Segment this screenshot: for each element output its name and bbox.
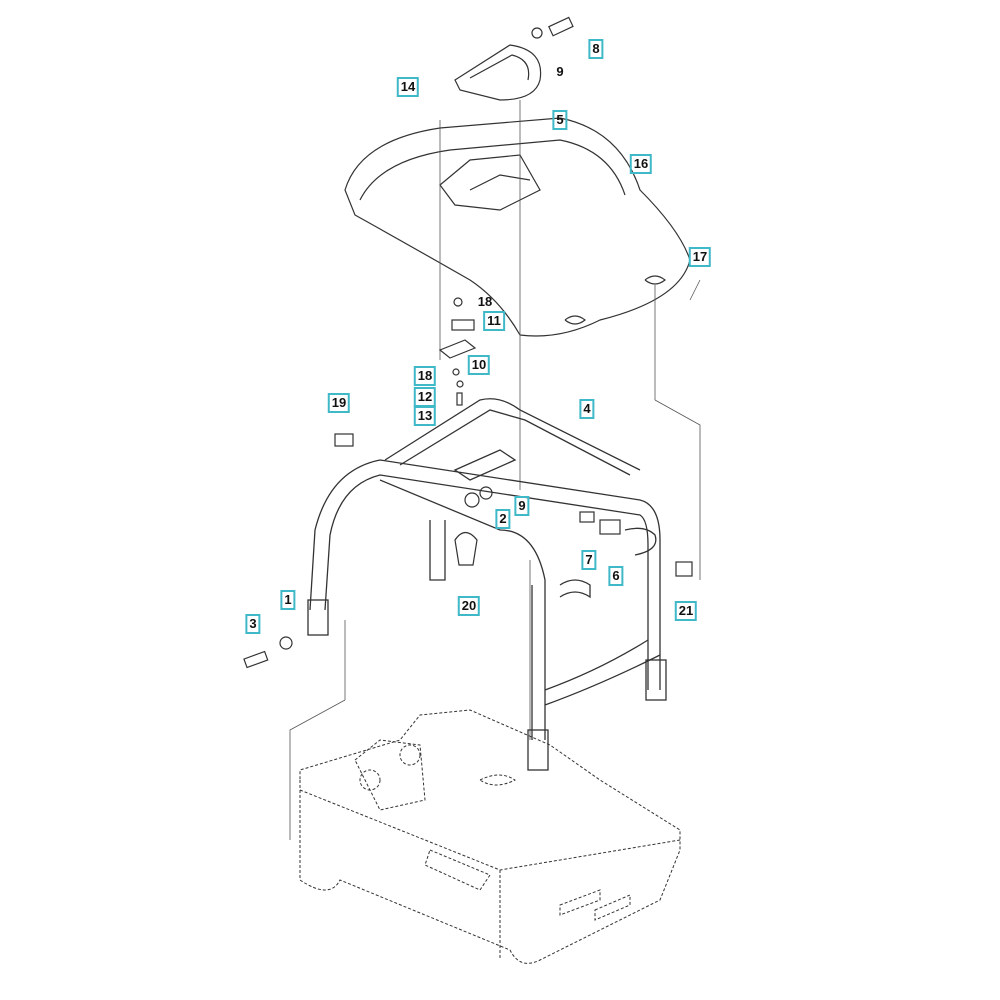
callout-17: 17 <box>688 247 712 267</box>
callout-12: 12 <box>413 387 437 407</box>
cover-part <box>344 117 691 337</box>
leader-lines <box>289 100 701 840</box>
base-plate <box>299 709 681 964</box>
callout-1: 1 <box>280 590 296 610</box>
callout-18-lower: 18 <box>413 366 437 386</box>
frame-part <box>307 398 667 771</box>
callout-3: 3 <box>245 614 261 634</box>
small-parts <box>243 297 693 669</box>
callout-10: 10 <box>467 355 491 375</box>
callout-19: 19 <box>327 393 351 413</box>
callout-18: 18 <box>477 294 493 309</box>
callout-6: 6 <box>608 566 624 586</box>
handle-part <box>454 16 574 101</box>
callout-2: 2 <box>495 509 511 529</box>
callout-11: 11 <box>483 311 505 331</box>
callout-4: 4 <box>579 399 595 419</box>
callout-13: 13 <box>413 406 437 426</box>
callout-21: 21 <box>674 601 698 621</box>
callout-14: 14 <box>396 77 420 97</box>
callout-20: 20 <box>457 596 481 616</box>
callout-8: 8 <box>588 39 604 59</box>
callout-9: 9 <box>556 64 564 79</box>
callout-9-lower: 9 <box>514 496 530 516</box>
callout-7: 7 <box>581 550 597 570</box>
callout-5: 5 <box>552 110 568 130</box>
callout-16: 16 <box>629 154 653 174</box>
